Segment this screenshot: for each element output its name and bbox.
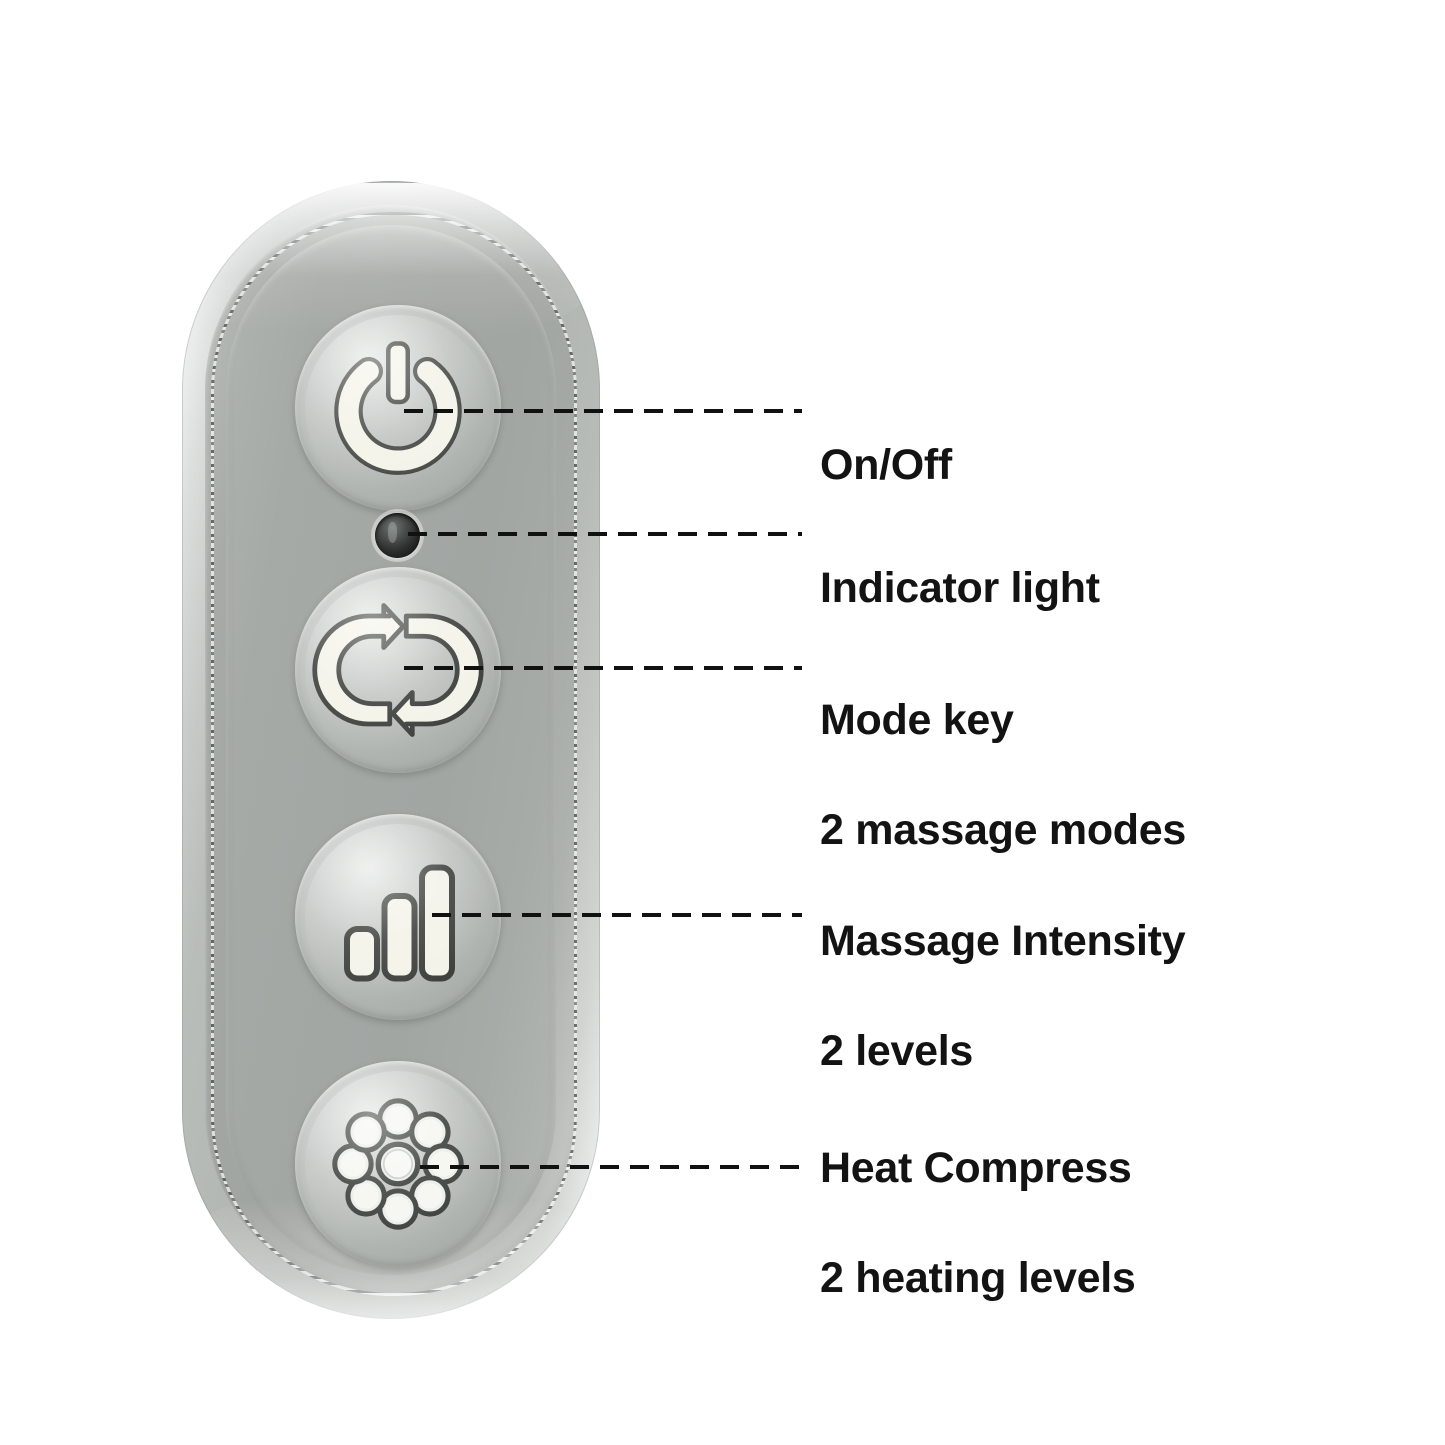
signal-bars-icon xyxy=(295,814,501,1020)
label-mode-line2: 2 massage modes xyxy=(820,806,1186,854)
label-power-line1: On/Off xyxy=(820,441,952,489)
label-mode: Mode key 2 massage modes xyxy=(820,638,1186,913)
label-indicator: Indicator light xyxy=(820,506,1100,616)
label-intensity-line2: 2 levels xyxy=(820,1027,974,1075)
cycle-arrows-icon xyxy=(295,567,501,773)
leader-line-power xyxy=(404,409,802,413)
label-indicator-line1: Indicator light xyxy=(820,564,1100,612)
label-power: On/Off xyxy=(820,383,952,493)
heat-nodes-icon xyxy=(295,1061,501,1267)
label-intensity: Massage Intensity 2 levels xyxy=(820,859,1186,1134)
heat-compress-button[interactable] xyxy=(295,1061,501,1267)
control-panel-device xyxy=(182,181,600,1319)
leader-line-intensity xyxy=(432,913,802,917)
mode-button[interactable] xyxy=(295,567,501,773)
leader-line-heat xyxy=(420,1165,802,1169)
leader-line-mode xyxy=(404,666,802,670)
label-heat: Heat Compress 2 heating levels xyxy=(820,1086,1136,1361)
power-icon xyxy=(295,305,501,511)
massage-intensity-button[interactable] xyxy=(295,814,501,1020)
label-heat-line2: 2 heating levels xyxy=(820,1254,1136,1302)
label-heat-line1: Heat Compress xyxy=(820,1144,1132,1192)
power-button[interactable] xyxy=(295,305,501,511)
leader-line-indicator xyxy=(408,532,802,536)
label-intensity-line1: Massage Intensity xyxy=(820,917,1186,965)
label-mode-line1: Mode key xyxy=(820,696,1014,744)
